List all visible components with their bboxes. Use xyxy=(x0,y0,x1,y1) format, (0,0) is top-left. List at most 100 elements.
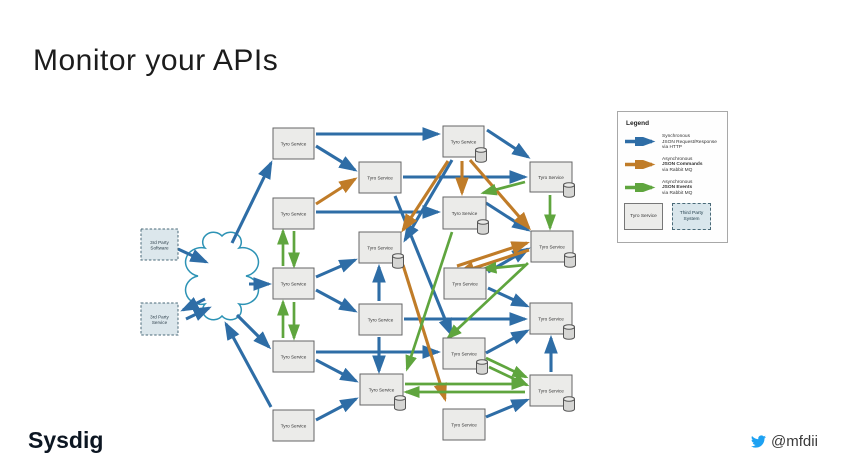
async-events-arrow-icon xyxy=(625,182,656,192)
legend-item-text: Asynchronous JSON Commands via Rabbit MQ xyxy=(662,157,703,174)
twitter-credit: @mfdii xyxy=(750,433,818,450)
edge-arrow xyxy=(230,160,273,244)
service-node-b2: Tyro Service xyxy=(358,231,404,269)
database-icon xyxy=(564,255,576,268)
service-label: Tyro Service xyxy=(281,141,307,146)
database-icon-top xyxy=(392,253,404,259)
service-label: Tyro Service xyxy=(539,244,565,249)
service-box xyxy=(272,267,315,300)
edge-arrow xyxy=(401,264,447,402)
service-label: Tyro Service xyxy=(538,175,564,180)
service-node-a3: Tyro Service xyxy=(272,267,315,300)
edge-arrow xyxy=(315,258,358,279)
database-icon-top xyxy=(394,395,406,401)
legend-item-text: Synchronous JSON Request/Response via HT… xyxy=(662,134,717,151)
edge-arrow xyxy=(486,128,531,159)
twitter-bird-icon xyxy=(751,435,766,448)
sync-arrow-icon xyxy=(625,137,656,146)
service-node-d4: Tyro Service xyxy=(529,374,575,412)
edge-arrow xyxy=(224,321,273,408)
service-label: Tyro Service xyxy=(281,423,307,428)
service-node-d1: Tyro Service xyxy=(529,161,575,198)
legend-line: via Rabbit MQ xyxy=(662,190,693,196)
edge-arrow xyxy=(185,306,212,321)
database-icon xyxy=(475,150,487,163)
service-node-c1: Tyro Service xyxy=(442,125,487,163)
database-icon-top xyxy=(564,252,576,258)
database-icon xyxy=(477,222,489,235)
service-label: Tyro Service xyxy=(281,354,307,359)
edge-arrow xyxy=(485,356,529,379)
twitter-handle: @mfdii xyxy=(771,433,818,450)
database-icon-top xyxy=(563,182,575,188)
edge-arrow xyxy=(485,398,530,419)
database-icon xyxy=(476,362,488,375)
service-node-b3: Tyro Service xyxy=(358,303,403,336)
external-box xyxy=(140,228,179,261)
async-commands-arrow-icon xyxy=(625,159,656,169)
edge-arrow xyxy=(401,160,450,233)
service-node-a5: Tyro Service xyxy=(272,409,315,442)
service-label: Tyro Service xyxy=(451,139,477,144)
external-box xyxy=(140,302,179,336)
service-box xyxy=(272,127,315,160)
legend-line: JSON Commands xyxy=(662,162,703,168)
legend-node-types: Tyro Service Third Party System xyxy=(624,203,721,231)
edge-arrow xyxy=(405,231,454,372)
legend-item-synchronous: Synchronous JSON Request/Response via HT… xyxy=(624,134,721,151)
database-icon xyxy=(394,398,406,411)
edge-arrow xyxy=(315,288,358,313)
edge-arrow xyxy=(480,180,526,196)
database-icon-top xyxy=(563,396,575,402)
legend-line: JSON Request/Response xyxy=(662,139,717,145)
service-box xyxy=(358,303,403,336)
service-label: Tyro Service xyxy=(451,351,477,356)
service-label: Tyro Service xyxy=(452,281,478,286)
edge-arrow xyxy=(446,262,529,340)
edge-arrow xyxy=(235,313,272,350)
database-icon xyxy=(563,399,575,412)
legend-item-text: Asynchronous JSON Events via Rabbit MQ xyxy=(662,180,692,197)
service-node-c3: Tyro Service xyxy=(443,267,487,300)
page-title: Monitor your APIs xyxy=(33,44,279,77)
edge-arrow xyxy=(315,144,358,172)
database-icon-top xyxy=(563,324,575,330)
service-label: Tyro Service xyxy=(452,211,478,216)
service-label: Tyro Service xyxy=(538,316,564,321)
service-node-a2: Tyro Service xyxy=(272,197,315,230)
service-node-a4: Tyro Service xyxy=(272,340,315,373)
service-label: Tyro Service xyxy=(367,175,393,180)
edge-arrow xyxy=(468,158,532,231)
legend-line: via Rabbit MQ xyxy=(662,167,693,173)
service-box xyxy=(442,408,486,441)
edge-arrow xyxy=(485,329,530,355)
edge-arrow xyxy=(315,397,359,422)
legend-title: Legend xyxy=(626,120,650,127)
legend-service-node: Tyro Service xyxy=(624,203,663,231)
sysdig-logo: Sysdig xyxy=(28,427,104,453)
service-box xyxy=(272,409,315,442)
legend-line: Asynchronous xyxy=(662,179,693,185)
service-label: Tyro Service xyxy=(281,281,307,286)
edge-arrow xyxy=(315,177,358,206)
database-icon xyxy=(392,256,404,269)
service-label: Tyro Service xyxy=(367,245,393,250)
service-box xyxy=(529,374,573,407)
database-icon xyxy=(563,327,575,340)
service-node-b4: Tyro Service xyxy=(359,373,406,411)
service-node-a1: Tyro Service xyxy=(272,127,315,160)
database-icon-top xyxy=(477,219,489,225)
legend-line: Asynchronous xyxy=(662,156,693,162)
service-box xyxy=(272,340,315,373)
legend-line: via HTTP xyxy=(662,145,682,151)
service-label: Tyro Service xyxy=(451,422,477,427)
edge-arrow xyxy=(480,261,526,274)
service-box xyxy=(358,161,402,194)
service-label: Tyro Service xyxy=(538,388,564,393)
